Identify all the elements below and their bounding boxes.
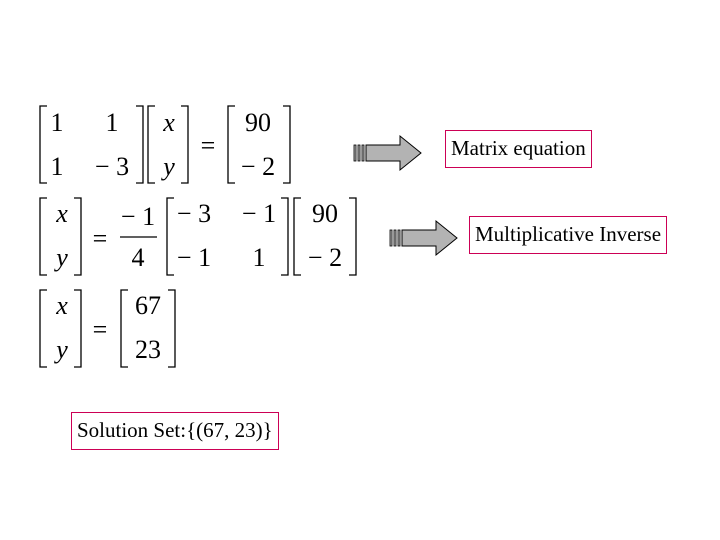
bracket-right bbox=[281, 197, 289, 276]
inverse-equation-row: x y = − 1 4 − 3 − 1 − 1 1 90 − 2 bbox=[39, 197, 357, 276]
var-y: y bbox=[160, 152, 175, 181]
bracket-left bbox=[39, 197, 47, 276]
bracket-right bbox=[283, 105, 291, 184]
block-right-arrow-icon bbox=[353, 134, 422, 172]
block-right-arrow-icon bbox=[389, 219, 458, 257]
bracket-left bbox=[39, 289, 47, 368]
bracket-left bbox=[293, 197, 301, 276]
var-x: x bbox=[55, 199, 68, 228]
bracket-right bbox=[349, 197, 357, 276]
bracket-left bbox=[120, 289, 128, 368]
rhs-value-1: 90 bbox=[312, 199, 338, 228]
inv-b11: − 3 bbox=[177, 199, 211, 228]
coeff-a21: 1 bbox=[51, 152, 64, 181]
solution-y-value: 23 bbox=[135, 335, 161, 364]
var-x: x bbox=[162, 108, 175, 137]
bracket-right bbox=[74, 197, 82, 276]
rhs-value-2: − 2 bbox=[308, 243, 342, 272]
coeff-a22: − 3 bbox=[95, 152, 129, 181]
inv-b12: − 1 bbox=[242, 199, 276, 228]
equals-sign: = bbox=[201, 131, 216, 160]
bracket-left bbox=[147, 105, 155, 184]
bracket-right bbox=[74, 289, 82, 368]
solution-x-value: 67 bbox=[135, 291, 161, 320]
rhs-value-2: − 2 bbox=[241, 152, 275, 181]
matrix-equation-row: 1 1 1 − 3 x y = 90 − 2 bbox=[39, 105, 291, 184]
coeff-a12: 1 bbox=[106, 108, 119, 137]
equals-sign: = bbox=[93, 315, 108, 344]
rhs-value-1: 90 bbox=[245, 108, 271, 137]
multiplicative-inverse-label: Multiplicative Inverse bbox=[469, 216, 668, 254]
var-y: y bbox=[53, 243, 68, 272]
bracket-right bbox=[181, 105, 189, 184]
fraction-numerator: − 1 bbox=[121, 202, 155, 231]
fraction-denominator: 4 bbox=[132, 243, 145, 272]
coeff-a11: 1 bbox=[51, 108, 64, 137]
equals-sign: = bbox=[93, 224, 108, 253]
bracket-right bbox=[136, 105, 144, 184]
solution-set-label: Solution Set:{(67, 23)} bbox=[71, 412, 279, 450]
inv-b21: − 1 bbox=[177, 243, 211, 272]
var-x: x bbox=[55, 291, 68, 320]
solution-equation-row: x y = 67 23 bbox=[39, 289, 176, 368]
bracket-left bbox=[39, 105, 47, 184]
bracket-left bbox=[227, 105, 235, 184]
inv-b22: 1 bbox=[253, 243, 266, 272]
var-y: y bbox=[53, 335, 68, 364]
bracket-left bbox=[166, 197, 174, 276]
matrix-equation-label: Matrix equation bbox=[445, 130, 592, 168]
bracket-right bbox=[168, 289, 176, 368]
